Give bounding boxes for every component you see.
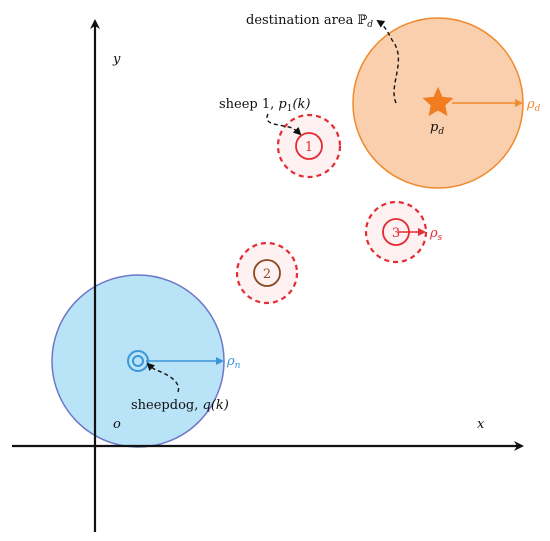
sheepdog-radius-label: ρn: [226, 354, 241, 371]
destination-annotation-arrow: [376, 19, 400, 104]
sheep-radius-label: ρs: [429, 226, 443, 243]
y-axis-label: y: [112, 52, 121, 67]
destination-area: ρd pd: [352, 17, 541, 189]
sheep-1: 1: [276, 113, 342, 179]
destination-star-icon: [422, 86, 454, 117]
sheep-2: 2: [235, 241, 299, 305]
x-axis-label: x: [477, 417, 485, 432]
destination-point-label: pd: [430, 120, 444, 137]
sheep-2-id: 2: [263, 267, 271, 282]
destination-annotation: destination area ℙd: [246, 13, 373, 30]
sheep-1-body: [295, 132, 323, 160]
origin-label: o: [113, 417, 121, 432]
sheep-2-body: [253, 259, 281, 287]
sheepdog-area: ρn: [51, 274, 241, 448]
sheep-annotation-arrow: [266, 113, 302, 136]
sheep-3-safety-ring: [364, 200, 428, 264]
destination-radius-label: ρd: [526, 97, 541, 114]
sheep-3: 3 ρs: [364, 200, 443, 264]
sheep-2-safety-ring: [235, 241, 299, 305]
sheep-annotation: sheep 1, p1(k): [219, 97, 311, 114]
sheepdog-inner-ring-icon: [132, 355, 144, 367]
sheepdog-annotation-arrow: [146, 362, 180, 393]
sheep-3-id: 3: [392, 226, 400, 241]
sheepdog-outer-ring-icon: [127, 350, 149, 372]
sheepdog-annotation: sheepdog, q(k): [131, 398, 229, 413]
sheep-1-id: 1: [305, 140, 313, 155]
